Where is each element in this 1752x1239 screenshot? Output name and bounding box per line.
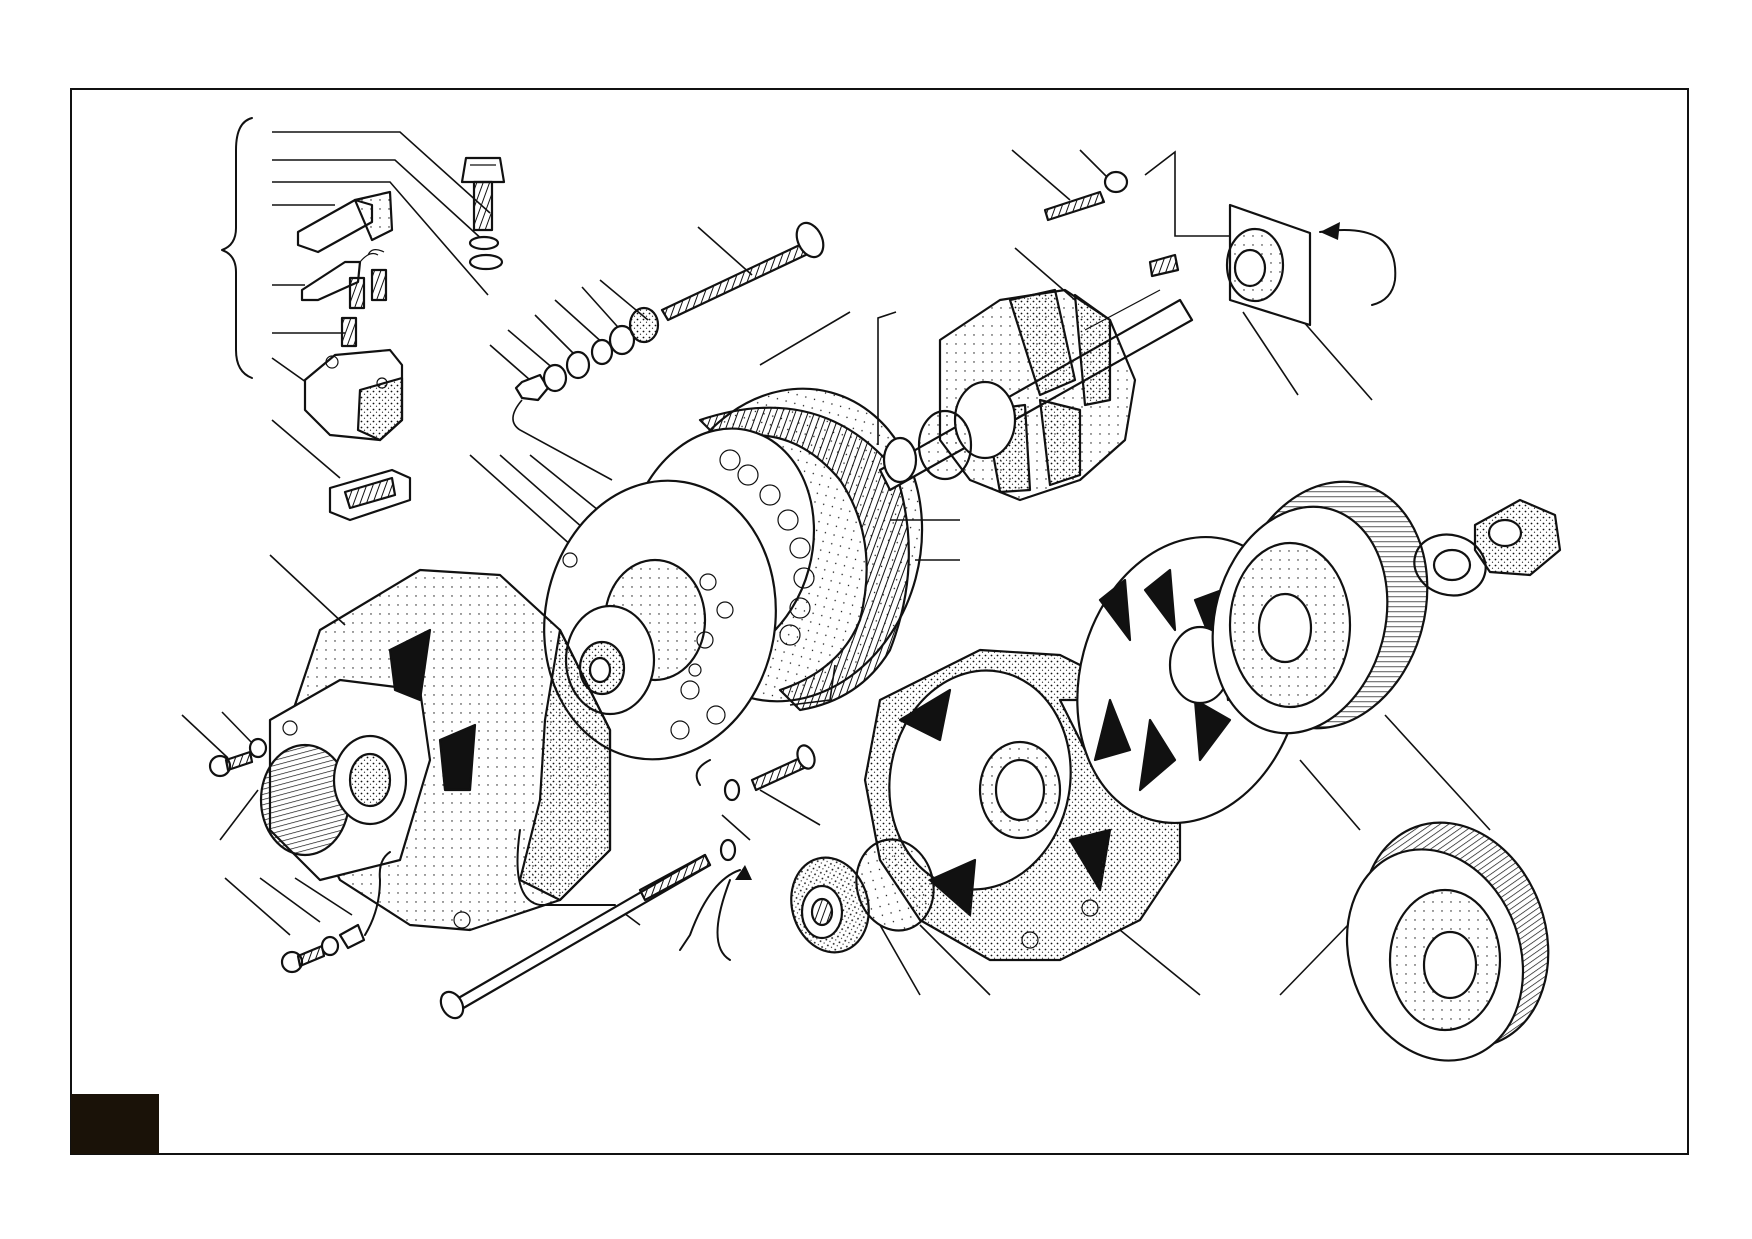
- pulley-alternative: [1279, 821, 1550, 1062]
- long-through-bolt: [439, 829, 712, 1020]
- nuts-and-washers: [489, 279, 660, 481]
- slip-ring-end-housing: [259, 554, 612, 932]
- rectifier-plate: [469, 454, 777, 761]
- brush-holder-assembly: [221, 117, 506, 522]
- bearing: [790, 838, 991, 996]
- pulley: [1211, 480, 1491, 831]
- page-frame: [70, 88, 1689, 1155]
- pulley-nut-and-washer: [1413, 498, 1562, 597]
- through-bolt: [660, 221, 825, 322]
- small-bolts-middle: [679, 744, 821, 961]
- rectifier-lead: [789, 664, 836, 706]
- housing-screws-left: [181, 711, 391, 974]
- page-tab: [71, 1094, 159, 1154]
- rotor: [878, 149, 1397, 502]
